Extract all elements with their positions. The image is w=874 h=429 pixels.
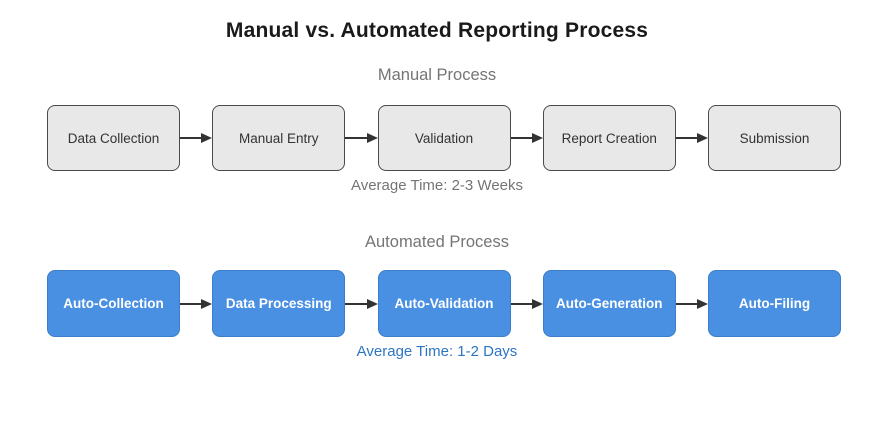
manual-step-submission: Submission [708, 105, 841, 171]
automated-step-auto-validation: Auto-Validation [377, 270, 511, 337]
step-label: Auto-Validation [394, 296, 494, 311]
diagram-title: Manual vs. Automated Reporting Process [225, 19, 649, 42]
step-label: Auto-Filing [738, 296, 811, 311]
arrow-line [510, 137, 532, 139]
arrow-head-icon [697, 298, 708, 309]
automated-step-auto-filing: Auto-Filing [708, 270, 841, 337]
arrow-head-icon [201, 133, 213, 143]
automated-average-time-caption: Average Time: 1-2 Days [356, 343, 518, 360]
arrow-head-icon [531, 133, 543, 143]
arrow-head-icon [201, 298, 213, 309]
step-label: Data Collection [67, 130, 160, 146]
flow-arrow [675, 270, 708, 337]
flow-arrow [345, 270, 378, 337]
automated-step-auto-collection: Auto-Collection [47, 270, 180, 337]
manual-average-time-caption: Average Time: 2-3 Weeks [350, 177, 524, 194]
manual-flow-row: Data Collection Manual Entry Validation … [47, 105, 841, 171]
arrow-line [675, 137, 697, 139]
arrow-head-icon [366, 133, 378, 143]
flow-arrow [510, 105, 543, 171]
arrow-line [345, 302, 367, 305]
manual-step-validation: Validation [377, 105, 511, 171]
flow-arrow [675, 105, 708, 171]
flow-arrow [345, 105, 378, 171]
arrow-head-icon [366, 298, 378, 309]
arrow-line [510, 302, 532, 305]
manual-step-data-collection: Data Collection [47, 105, 180, 171]
arrow-head-icon [697, 133, 708, 143]
arrow-line [345, 137, 367, 139]
automated-section-subtitle: Automated Process [365, 233, 509, 251]
arrow-head-icon [531, 298, 543, 309]
manual-section-subtitle: Manual Process [377, 66, 497, 84]
step-label: Validation [414, 130, 474, 146]
step-label: Submission [739, 130, 810, 146]
step-label: Data Processing [225, 296, 332, 311]
flow-arrow [180, 270, 213, 337]
flow-arrow [180, 105, 213, 171]
manual-step-report-creation: Report Creation [542, 105, 676, 171]
automated-flow-row: Auto-Collection Data Processing Auto-Val… [47, 270, 841, 337]
automated-step-auto-generation: Auto-Generation [542, 270, 676, 337]
step-label: Auto-Generation [556, 296, 663, 311]
flow-arrow [510, 270, 543, 337]
step-label: Auto-Collection [63, 296, 164, 311]
step-label: Report Creation [561, 130, 657, 146]
arrow-line [675, 302, 697, 305]
step-label: Manual Entry [238, 130, 319, 146]
arrow-line [180, 137, 202, 139]
automated-step-data-processing: Data Processing [212, 270, 346, 337]
arrow-line [180, 302, 202, 305]
manual-step-manual-entry: Manual Entry [212, 105, 346, 171]
